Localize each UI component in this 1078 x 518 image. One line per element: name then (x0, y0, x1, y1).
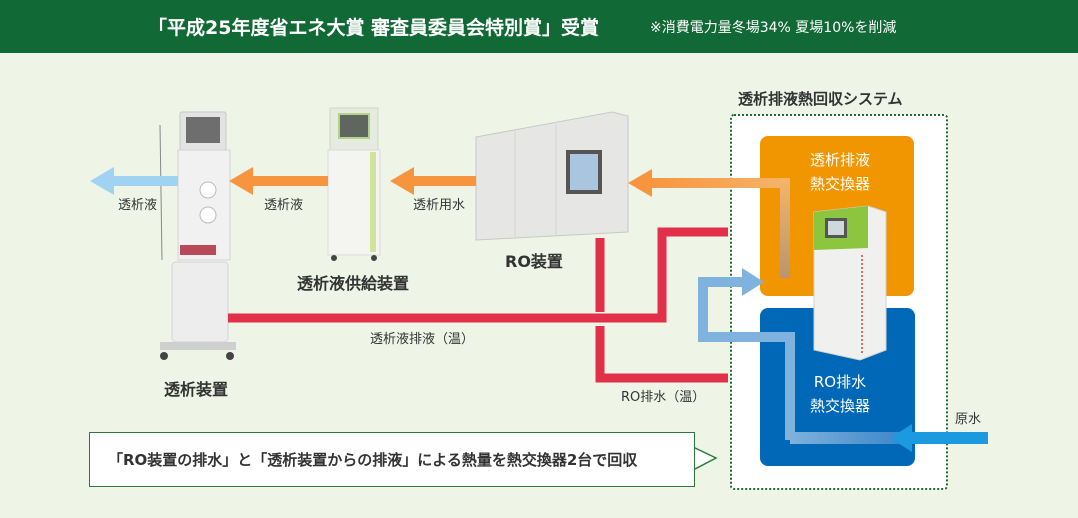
dialysate-exchanger-label-line1: 透析排液 (809, 151, 870, 169)
dialysate-exchanger-label-line2: 熱交換器 (809, 175, 870, 193)
heated-water-arrow (628, 169, 790, 278)
ro-drain-line (595, 238, 728, 383)
ro-unit-image (475, 111, 629, 241)
heat-exchanger-unit-image (813, 205, 887, 361)
dialysate-supply-caption: 透析液供給装置 (297, 274, 410, 293)
ro-drain-label: RO排水（温） (621, 390, 706, 405)
ro-exchanger-label: RO排水 熱交換器 (790, 370, 890, 418)
dialysis-water-arrow (390, 167, 476, 195)
dialysate-label: 透析液 (264, 198, 304, 213)
dialysis-water-label: 透析用水 (413, 198, 466, 213)
award-title: 「平成25年度省エネ大賞 審査員委員会特別賞」受賞 (148, 17, 600, 39)
ro-exchanger-label-line2: 熱交換器 (809, 397, 870, 415)
dialysis-machine-caption: 透析装置 (164, 380, 229, 399)
dialysate-out-arrow (90, 167, 178, 195)
dialysate-arrow (229, 167, 328, 195)
summary-callout: 「RO装置の排水」と「透析装置からの排液」による熱量を熱交換器2台で回収 (89, 432, 695, 487)
raw-water-path (698, 268, 795, 440)
award-note: ※消費電力量冬場34% 夏場10%を削減 (650, 20, 897, 36)
dialysate-out-label: 透析液 (118, 198, 158, 213)
dialysis-machine-image (159, 111, 236, 360)
award-banner: 「平成25年度省エネ大賞 審査員委員会特別賞」受賞 ※消費電力量冬場34% 夏場… (0, 0, 1078, 53)
ro-unit-caption: RO装置 (505, 252, 563, 271)
dialysate-drain-label: 透析液排液（温） (370, 332, 475, 347)
raw-water-arrow (790, 424, 988, 452)
dialysate-supply-unit-image (327, 107, 381, 261)
raw-water-label: 原水 (955, 412, 982, 427)
system-title: 透析排液熱回収システム (738, 90, 903, 108)
ro-exchanger-label-line1: RO排水 (813, 373, 867, 391)
callout-pointer (692, 445, 718, 472)
dialysate-exchanger-label: 透析排液 熱交換器 (790, 148, 890, 196)
dialysate-drain-line (228, 227, 728, 323)
summary-callout-text: 「RO装置の排水」と「透析装置からの排液」による熱量を熱交換器2台で回収 (108, 451, 638, 469)
